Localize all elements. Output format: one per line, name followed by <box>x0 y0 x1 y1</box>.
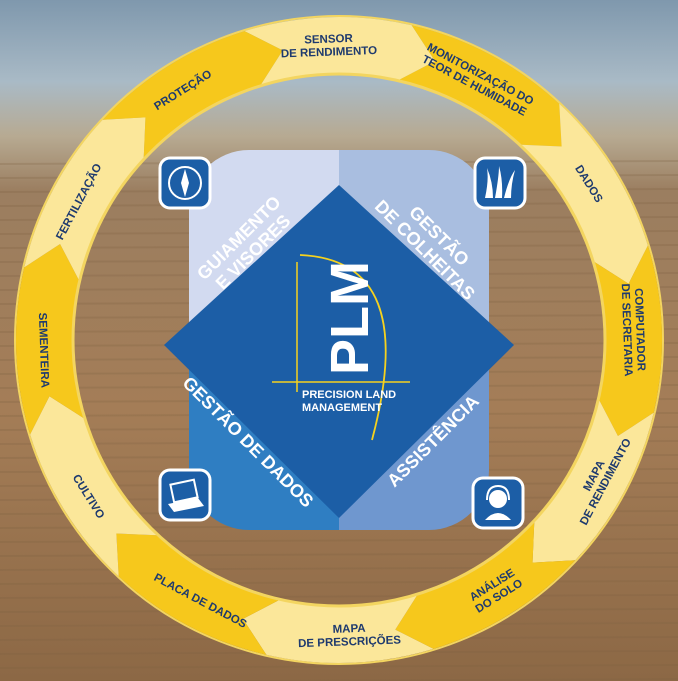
laptop-chart-icon <box>158 468 212 522</box>
ring-inner-edge <box>71 72 607 608</box>
cycle-step-text: COMPUTADOR <box>632 288 647 372</box>
plm-logo: PLM PRECISION LAND MANAGEMENT <box>272 254 410 441</box>
crop-leaves-icon <box>473 156 527 210</box>
cycle-step-text: MAPA <box>332 623 365 636</box>
cycle-step-text: SEMENTEIRA <box>36 312 51 388</box>
cycle-step-segment <box>15 243 84 435</box>
cycle-ring <box>15 17 662 664</box>
center-diamond <box>164 185 514 518</box>
plm-logo-text: PLM <box>320 261 380 375</box>
cycle-step-segment <box>532 400 654 563</box>
cycle-step-segment <box>116 533 279 655</box>
cycle-step-text: DE PRESCRIÇÕES <box>298 634 402 651</box>
cycle-ring-outline <box>14 15 664 665</box>
cycle-step-text: DE SECRETARIA <box>619 283 634 376</box>
cycle-step-segment <box>395 522 576 649</box>
plm-subtitle-line2: MANAGEMENT <box>302 402 382 414</box>
cycle-step-segment <box>30 396 157 577</box>
cycle-step-segment <box>521 103 648 284</box>
cycle-step-segment <box>242 595 434 664</box>
cycle-step-text: SENSOR <box>304 33 354 47</box>
cycle-step-segment <box>102 31 283 158</box>
headset-support-icon <box>471 476 525 530</box>
cycle-step-text: DE RENDIMENTO <box>281 45 378 60</box>
plm-subtitle-line1: PRECISION LAND <box>302 389 396 401</box>
cycle-step-segment <box>24 117 146 280</box>
cycle-step-segment <box>244 17 436 85</box>
cycle-step-segment <box>399 25 562 147</box>
cycle-step-segment <box>594 245 662 437</box>
compass-icon <box>158 156 212 210</box>
cycle-step-label: SEMENTEIRA <box>36 312 51 388</box>
